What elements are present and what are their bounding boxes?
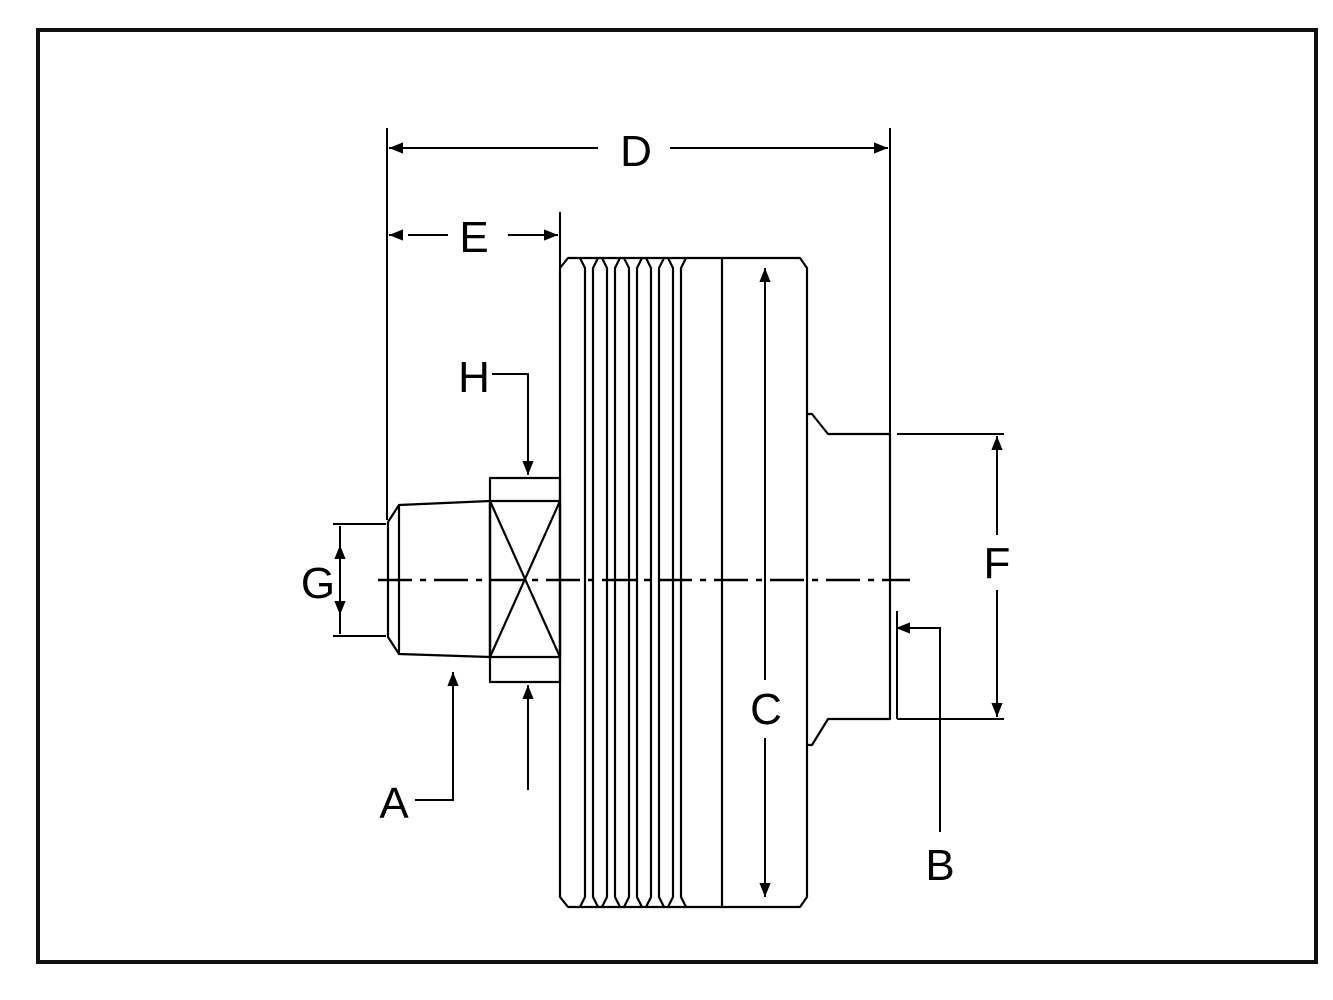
part-outline	[386, 256, 892, 909]
label-d: D	[620, 127, 652, 176]
label-h: H	[458, 353, 490, 402]
leader-b	[896, 622, 941, 832]
sleeve-body	[558, 256, 809, 909]
label-f: F	[984, 539, 1011, 588]
label-e: E	[459, 213, 488, 262]
diagram-frame	[36, 28, 1318, 964]
dimension-labels: D E H G A C F B	[301, 127, 1011, 890]
hex-cross-2	[488, 500, 562, 658]
sleeve-grooves	[579, 257, 724, 908]
rear-tube	[807, 412, 892, 747]
label-b: B	[925, 841, 954, 890]
leader-h	[492, 373, 534, 475]
label-c: C	[750, 685, 782, 734]
label-g: G	[301, 559, 335, 608]
leader-a	[415, 672, 459, 801]
dimension-lines	[333, 128, 1004, 897]
label-a: A	[379, 779, 409, 828]
